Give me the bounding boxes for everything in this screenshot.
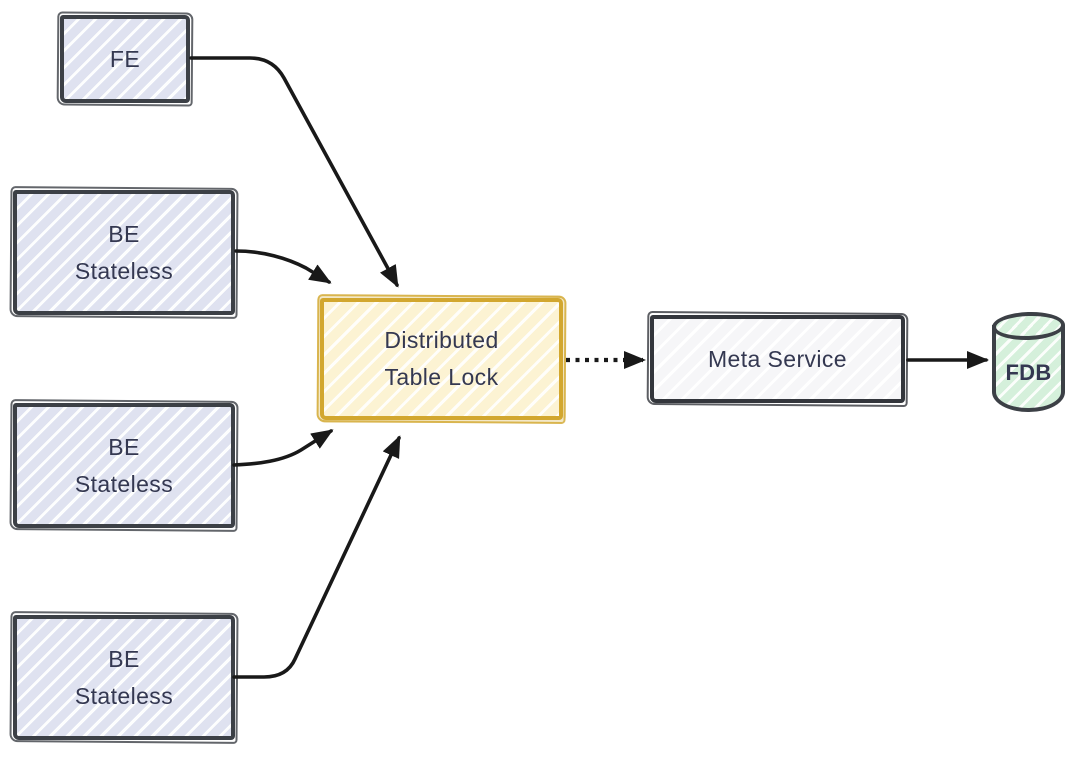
edge-be3-to-lock[interactable]	[232, 435, 401, 679]
node-lock-label-line2: Table Lock	[384, 364, 499, 390]
node-be-stateless-2[interactable]: BE Stateless	[13, 403, 235, 528]
edge-be1-to-lock[interactable]	[234, 249, 332, 284]
node-fe-label: FE	[109, 45, 141, 72]
node-be3-label-line1: BE	[108, 645, 140, 672]
edge-be2-to-lock[interactable]	[232, 429, 334, 467]
node-fdb[interactable]: FDB	[991, 310, 1066, 412]
node-meta-label: Meta Service	[707, 345, 847, 372]
node-be-stateless-3[interactable]: BE Stateless	[13, 615, 235, 740]
node-be1-label-line2: Stateless	[74, 257, 174, 284]
node-meta-service[interactable]: Meta Service	[650, 315, 905, 403]
node-lock-label-line1: Distributed	[384, 327, 499, 353]
node-be2-label-line2: Stateless	[74, 470, 174, 497]
node-be1-label-line1: BE	[108, 220, 140, 247]
node-be-stateless-1[interactable]: BE Stateless	[13, 190, 235, 315]
node-be2-label-line1: BE	[108, 433, 140, 460]
node-fe[interactable]: FE	[60, 15, 190, 103]
node-fdb-label: FDB	[1005, 359, 1052, 385]
node-be3-label-line2: Stateless	[74, 682, 174, 709]
node-distributed-table-lock[interactable]: Distributed Table Lock	[320, 298, 563, 420]
